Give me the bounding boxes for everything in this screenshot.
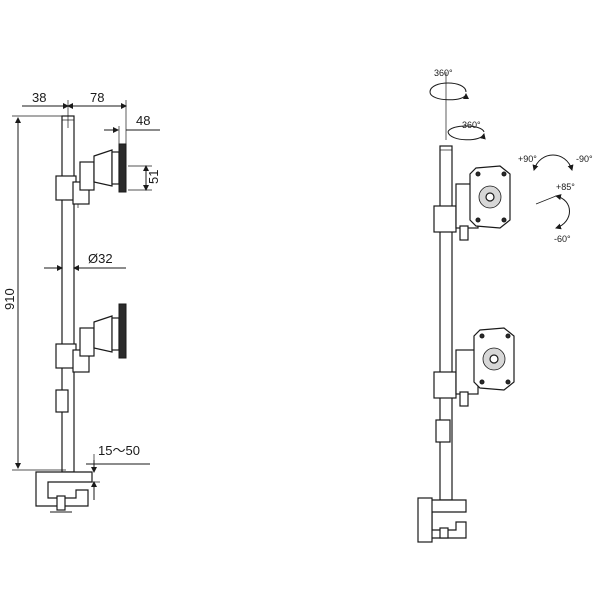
pole-left: [61, 115, 75, 473]
pole-rotation-icon: 360°: [447, 120, 486, 141]
minus60-label: -60°: [554, 234, 571, 244]
lower-bracket-right: [433, 327, 515, 407]
upper-arm-left: [55, 143, 127, 208]
plus90-label: +90°: [518, 154, 537, 164]
pole-right: [439, 145, 453, 501]
minus90-label: -90°: [576, 154, 593, 164]
pole-collar-right: [435, 419, 451, 443]
pole-rotation-label: 360°: [462, 120, 481, 130]
lower-arm-left: [55, 303, 127, 373]
top-rotation-label: 360°: [434, 68, 453, 78]
dim-78-label: 78: [90, 90, 104, 105]
dim-38-label: 38: [32, 90, 46, 105]
dim-48-label: 48: [136, 113, 150, 128]
pole-collar-left: [55, 389, 69, 413]
swivel-arrow-icon: +90° -90°: [518, 154, 593, 171]
desk-clamp-left: [35, 471, 93, 513]
dim-51-label: 51: [146, 170, 161, 184]
dimensioned-side-view: 38 78 48 51 Ø32 910 15～50: [2, 90, 161, 513]
dim-clamp-label: 15～50: [98, 443, 140, 458]
tilt-arrow-icon: +85° -60°: [535, 182, 575, 244]
dim-32-label: Ø32: [88, 251, 113, 266]
rotation-view: 360° 360° +90°: [417, 68, 593, 543]
upper-bracket-right: [433, 165, 511, 241]
dim-910-label: 910: [2, 288, 17, 310]
plus85-label: +85°: [556, 182, 575, 192]
top-rotation-icon: 360°: [429, 68, 469, 140]
desk-clamp-right: [417, 497, 467, 543]
